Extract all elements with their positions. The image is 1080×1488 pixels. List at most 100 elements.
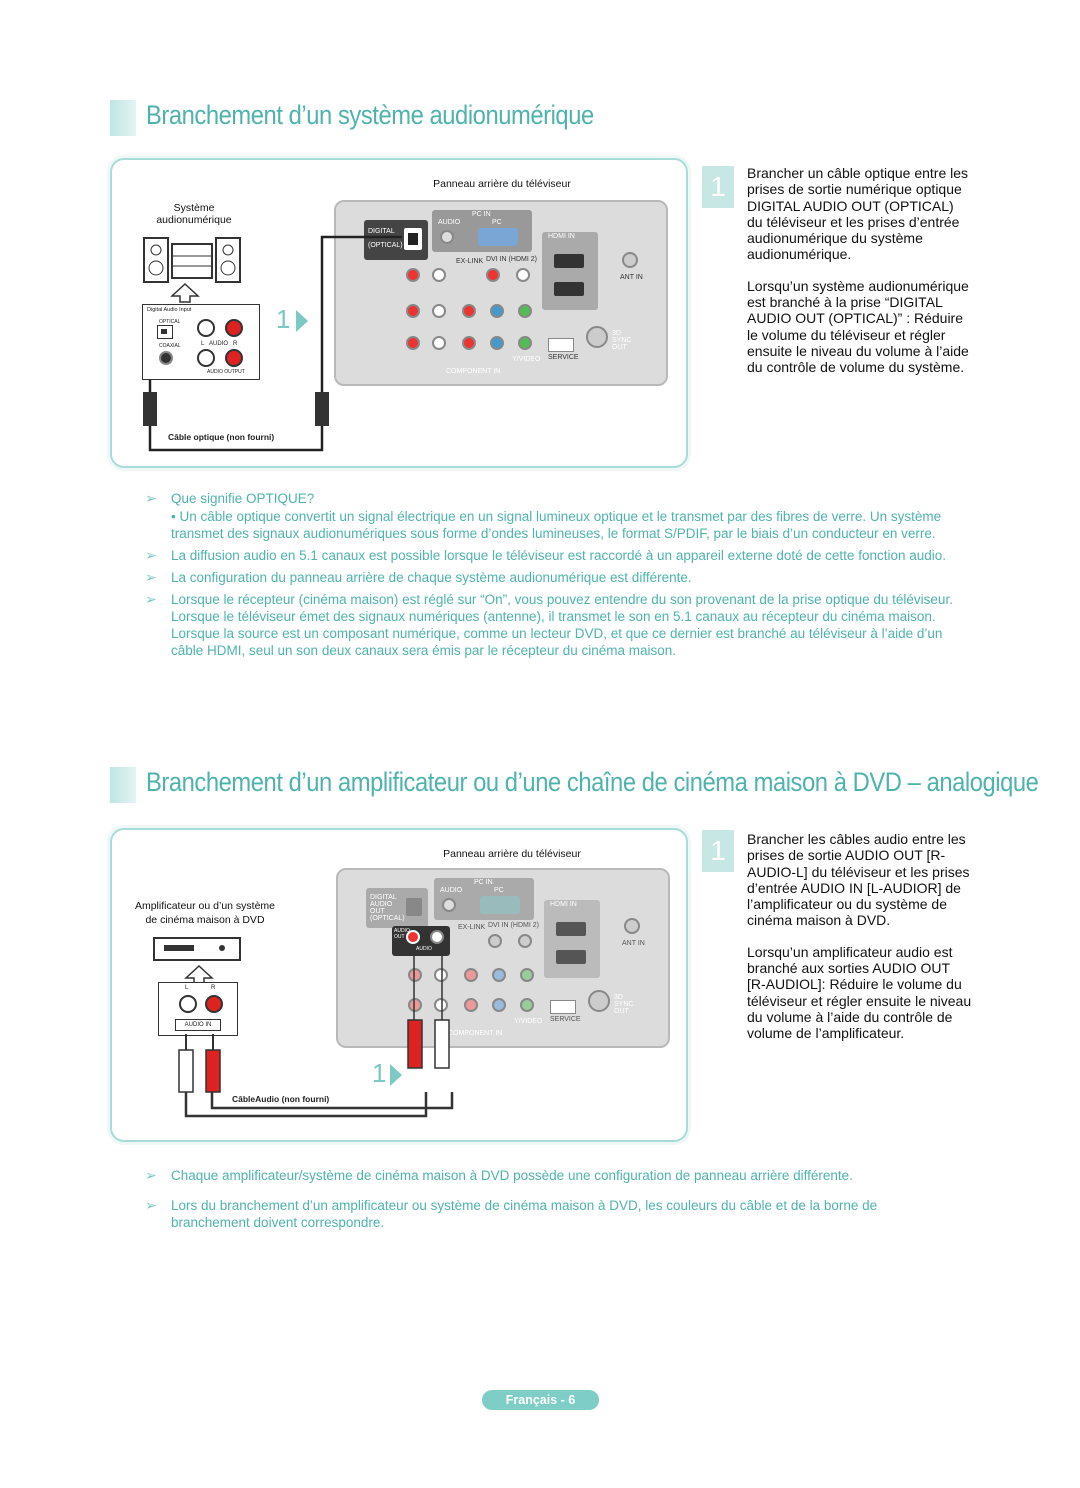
connection-arrow-icon <box>170 282 200 303</box>
step-number: 1 <box>702 166 734 208</box>
pc-label: PC <box>492 219 502 226</box>
pc-audio-label: AUDIO <box>438 219 461 226</box>
device-r-jack <box>205 995 223 1013</box>
audio-out-label: AUDIO OUT <box>394 928 410 940</box>
video-label: Y/VIDEO <box>514 1018 543 1025</box>
device-label: de cinéma maison à DVD <box>145 914 265 926</box>
note-text: Que signifie OPTIQUE? <box>171 491 315 506</box>
optical-cable-label: Câble optique (non fourni) <box>168 432 275 442</box>
dvi-in-label: DVI IN (HDMI 2) <box>486 256 537 263</box>
dvi-audio-r-jack <box>488 934 502 948</box>
note-item: ➢ Lorsque le récepteur (cinéma maison) e… <box>145 591 975 659</box>
hdmi-box: HDMI IN <box>544 900 600 978</box>
diagram-panel: Panneau arrière du téléviseur DIGITAL AU… <box>110 828 688 1142</box>
comp2-pb-jack <box>490 304 504 318</box>
av1-l-jack <box>434 998 448 1012</box>
pc-in-label: PC IN <box>474 879 493 886</box>
device-audio-label: AUDIO <box>209 341 229 347</box>
audio-lr-label: AUDIO <box>416 946 432 952</box>
av1-l-jack <box>432 336 446 350</box>
dvi-audio-l-jack <box>518 934 532 948</box>
section-title: Branchement d’un amplificateur ou d’une … <box>146 767 1039 797</box>
page-footer: Français - 6 <box>482 1390 599 1410</box>
hdmi-in-label: HDMI IN <box>548 233 575 240</box>
service-port <box>550 1000 576 1014</box>
device-label: Système audionumérique <box>156 202 232 226</box>
audio-cable <box>178 950 454 1118</box>
hdmi-in-label: HDMI IN <box>550 901 577 908</box>
device-r-label: R <box>233 341 238 347</box>
ex-link-label: EX-LINK <box>456 258 484 265</box>
step-marker-1: 1 <box>372 1058 387 1088</box>
note-item: ➢ Chaque amplificateur/système de cinéma… <box>145 1167 975 1184</box>
component-in-label: COMPONENT IN <box>446 368 501 375</box>
device-label: Amplificateur ou d’un système <box>134 900 276 912</box>
sync-out-jack <box>586 326 608 348</box>
step-paragraph: Lorsqu’un système audionumérique est bra… <box>747 277 969 376</box>
comp1-y-jack <box>518 336 532 350</box>
optical-jack <box>406 898 422 916</box>
ant-in-jack <box>624 918 640 934</box>
audio-out-l-jack <box>430 930 444 944</box>
hdmi-port-1 <box>556 950 586 964</box>
digital-port-label: DIGITAL <box>368 228 395 235</box>
pc-label: PC <box>494 887 504 894</box>
note-arrow-icon: ➢ <box>145 1167 157 1183</box>
sync-out-label: 3D SYNC OUT <box>612 330 632 351</box>
device-coaxial-jack <box>159 351 173 365</box>
audio-out-r-jack <box>406 268 420 282</box>
step-marker-arrow-icon <box>390 1064 402 1086</box>
section-marker <box>110 767 136 803</box>
device-audio-output-label: AUDIO OUTPUT <box>207 369 245 375</box>
note-item: ➢ La configuration du panneau arrière de… <box>145 569 975 586</box>
comp1-pr-jack <box>464 998 478 1012</box>
comp2-y-jack <box>520 968 534 982</box>
device-rear-panel: L R AUDIO IN <box>158 982 238 1036</box>
device-rear-panel: Digital Audio Input OPTICAL COAXIAL L AU… <box>142 304 260 380</box>
tv-back-panel: DIGITAL (OPTICAL) PC IN AUDIO PC HDMI IN… <box>334 200 668 386</box>
device-optical-jack <box>157 325 173 339</box>
vga-port <box>480 896 520 914</box>
note-arrow-icon: ➢ <box>145 490 157 506</box>
note-text: La configuration du panneau arrière de c… <box>171 570 692 585</box>
note-arrow-icon: ➢ <box>145 1197 157 1213</box>
step-instructions: Brancher les câbles audio entre les pris… <box>747 831 972 1057</box>
device-l-label: L <box>185 985 189 991</box>
section-marker <box>110 100 136 136</box>
device-l-jack <box>179 995 197 1013</box>
device-audio-in-label: AUDIO IN <box>175 1019 221 1031</box>
ant-in-label: ANT IN <box>620 274 643 281</box>
optical-port-label: (OPTICAL) <box>368 242 403 249</box>
av2-r-jack <box>408 968 422 982</box>
service-port <box>548 338 574 352</box>
pc-in-box: PC IN AUDIO PC <box>432 210 532 252</box>
audio-cable-label: CâbleAudio (non fourni) <box>232 1094 330 1104</box>
dvd-player-icon <box>153 937 241 961</box>
comp1-pr-jack <box>462 336 476 350</box>
device-optical-label: OPTICAL <box>159 319 181 325</box>
service-label: SERVICE <box>550 1016 581 1023</box>
note-arrow-icon: ➢ <box>145 547 157 563</box>
vga-port <box>478 228 518 246</box>
audio-out-box: AUDIO OUT AUDIO <box>392 926 450 956</box>
sync-out-jack <box>588 990 610 1012</box>
comp2-pr-jack <box>464 968 478 982</box>
optical-cable <box>143 235 402 452</box>
audio-out-l-jack <box>432 268 446 282</box>
note-text: Chaque amplificateur/système de cinéma m… <box>171 1168 853 1183</box>
step-marker-1: 1 <box>276 304 291 334</box>
av1-r-jack <box>406 336 420 350</box>
component-in-label: COMPONENT IN <box>448 1030 503 1037</box>
comp2-pb-jack <box>492 968 506 982</box>
tv-panel-label: Panneau arrière du téléviseur <box>443 848 581 860</box>
device-r-jack <box>225 319 243 337</box>
digital-audio-input-label: Digital Audio Input <box>147 307 192 313</box>
comp1-pb-jack <box>492 998 506 1012</box>
note-arrow-icon: ➢ <box>145 591 157 607</box>
note-item: ➢ Que signifie OPTIQUE? • Un câble optiq… <box>145 490 975 542</box>
step-number: 1 <box>702 830 734 872</box>
optical-jack <box>404 228 422 250</box>
note-text: La diffusion audio en 5.1 canaux est pos… <box>171 548 947 563</box>
device-out-r-jack <box>225 349 243 367</box>
note-text: Lors du branchement d’un amplificateur o… <box>171 1198 878 1230</box>
